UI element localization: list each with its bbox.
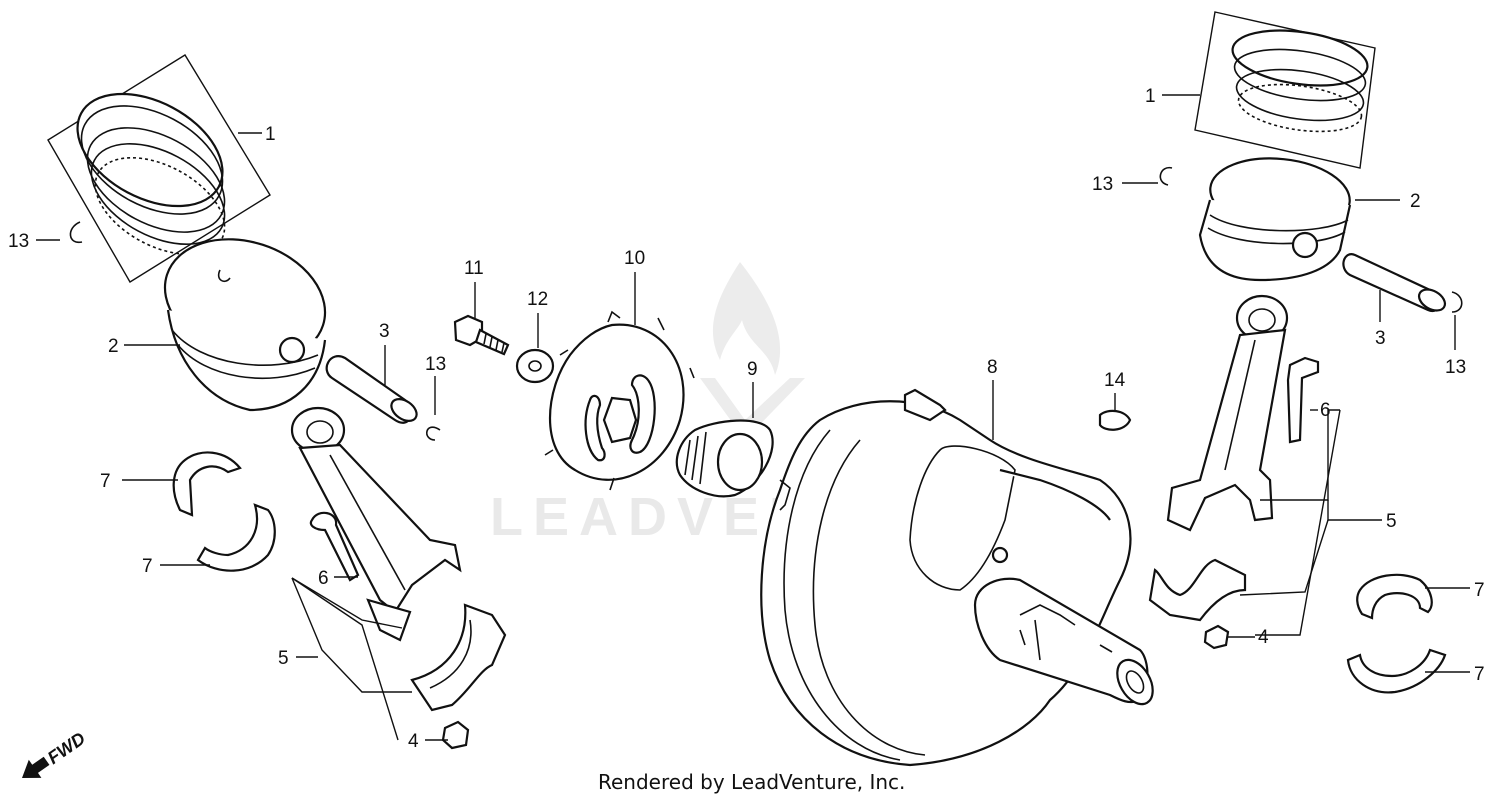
- right-bearing-lower[interactable]: [1346, 648, 1447, 694]
- right-rod-nut[interactable]: [1203, 624, 1230, 650]
- callout-1-left: 1: [265, 124, 276, 145]
- leader-lines: [36, 94, 1470, 741]
- crankshaft-8[interactable]: [760, 388, 1160, 767]
- gear-plate-10[interactable]: [544, 310, 695, 491]
- callout-3-left: 3: [379, 321, 390, 342]
- right-piston-pin-clip-bottom[interactable]: [1451, 291, 1463, 313]
- callout-2-right: 2: [1410, 191, 1421, 212]
- washer-12[interactable]: [515, 348, 555, 384]
- callout-9: 9: [747, 359, 758, 380]
- callout-12: 12: [527, 289, 548, 310]
- left-rod-cap[interactable]: [410, 603, 507, 712]
- bolt-11[interactable]: [453, 314, 510, 356]
- callout-13-mid: 13: [425, 354, 446, 375]
- left-piston-pin-clip-top[interactable]: [69, 221, 83, 244]
- left-rod-nut[interactable]: [441, 720, 470, 750]
- callout-7-right-top: 7: [1474, 580, 1485, 601]
- callout-4-left: 4: [408, 731, 419, 752]
- left-piston-pin[interactable]: [325, 355, 421, 425]
- right-piston-pin-clip-top[interactable]: [1159, 166, 1173, 186]
- callout-7-left-bottom: 7: [142, 556, 153, 577]
- callout-7-right-bottom: 7: [1474, 664, 1485, 685]
- right-piston-pin[interactable]: [1342, 253, 1448, 315]
- woodruff-key-14[interactable]: [1098, 409, 1132, 431]
- callout-6-right: 6: [1320, 400, 1331, 421]
- right-connecting-rod[interactable]: [1166, 294, 1289, 532]
- callout-13-right-top: 13: [1092, 174, 1113, 195]
- v-logo-icon: [700, 378, 805, 440]
- callout-11: 11: [464, 258, 484, 279]
- right-bearing-upper[interactable]: [1356, 573, 1433, 620]
- callout-14: 14: [1104, 370, 1126, 391]
- callout-3-right: 3: [1375, 328, 1386, 349]
- callout-13-right-bottom: 13: [1445, 357, 1466, 378]
- right-rod-bolt[interactable]: [1286, 356, 1320, 444]
- callout-7-left-top: 7: [100, 471, 111, 492]
- callout-8: 8: [987, 357, 998, 378]
- callout-5-left: 5: [278, 648, 289, 669]
- callout-5-right: 5: [1386, 511, 1397, 532]
- callout-2-left: 2: [108, 336, 119, 357]
- right-rod-cap[interactable]: [1148, 558, 1247, 622]
- callout-10: 10: [624, 248, 645, 269]
- fwd-arrow-icon: [22, 756, 50, 778]
- left-bearing-lower[interactable]: [196, 503, 276, 572]
- right-piston-ring-set[interactable]: [1194, 11, 1376, 169]
- left-piston[interactable]: [149, 219, 341, 412]
- left-bearing-upper[interactable]: [172, 451, 242, 517]
- left-piston-pin-clip[interactable]: [426, 426, 441, 441]
- right-piston[interactable]: [1198, 152, 1353, 282]
- left-connecting-rod[interactable]: [290, 406, 462, 642]
- callout-labels: 1 13 2 3 13 11 12 10 9 8 14 7 7 6 5 4 1 …: [8, 86, 1485, 752]
- flame-logo-icon: [712, 262, 781, 375]
- callout-13-left: 13: [8, 231, 29, 252]
- fwd-indicator: FWD: [22, 728, 89, 778]
- rendered-by-caption: Rendered by LeadVenture, Inc.: [598, 770, 905, 794]
- sprocket-9[interactable]: [675, 419, 774, 498]
- callout-4-right: 4: [1258, 627, 1269, 648]
- callout-1-right: 1: [1145, 86, 1156, 107]
- callout-6-left: 6: [318, 568, 329, 589]
- fwd-label: FWD: [44, 728, 89, 768]
